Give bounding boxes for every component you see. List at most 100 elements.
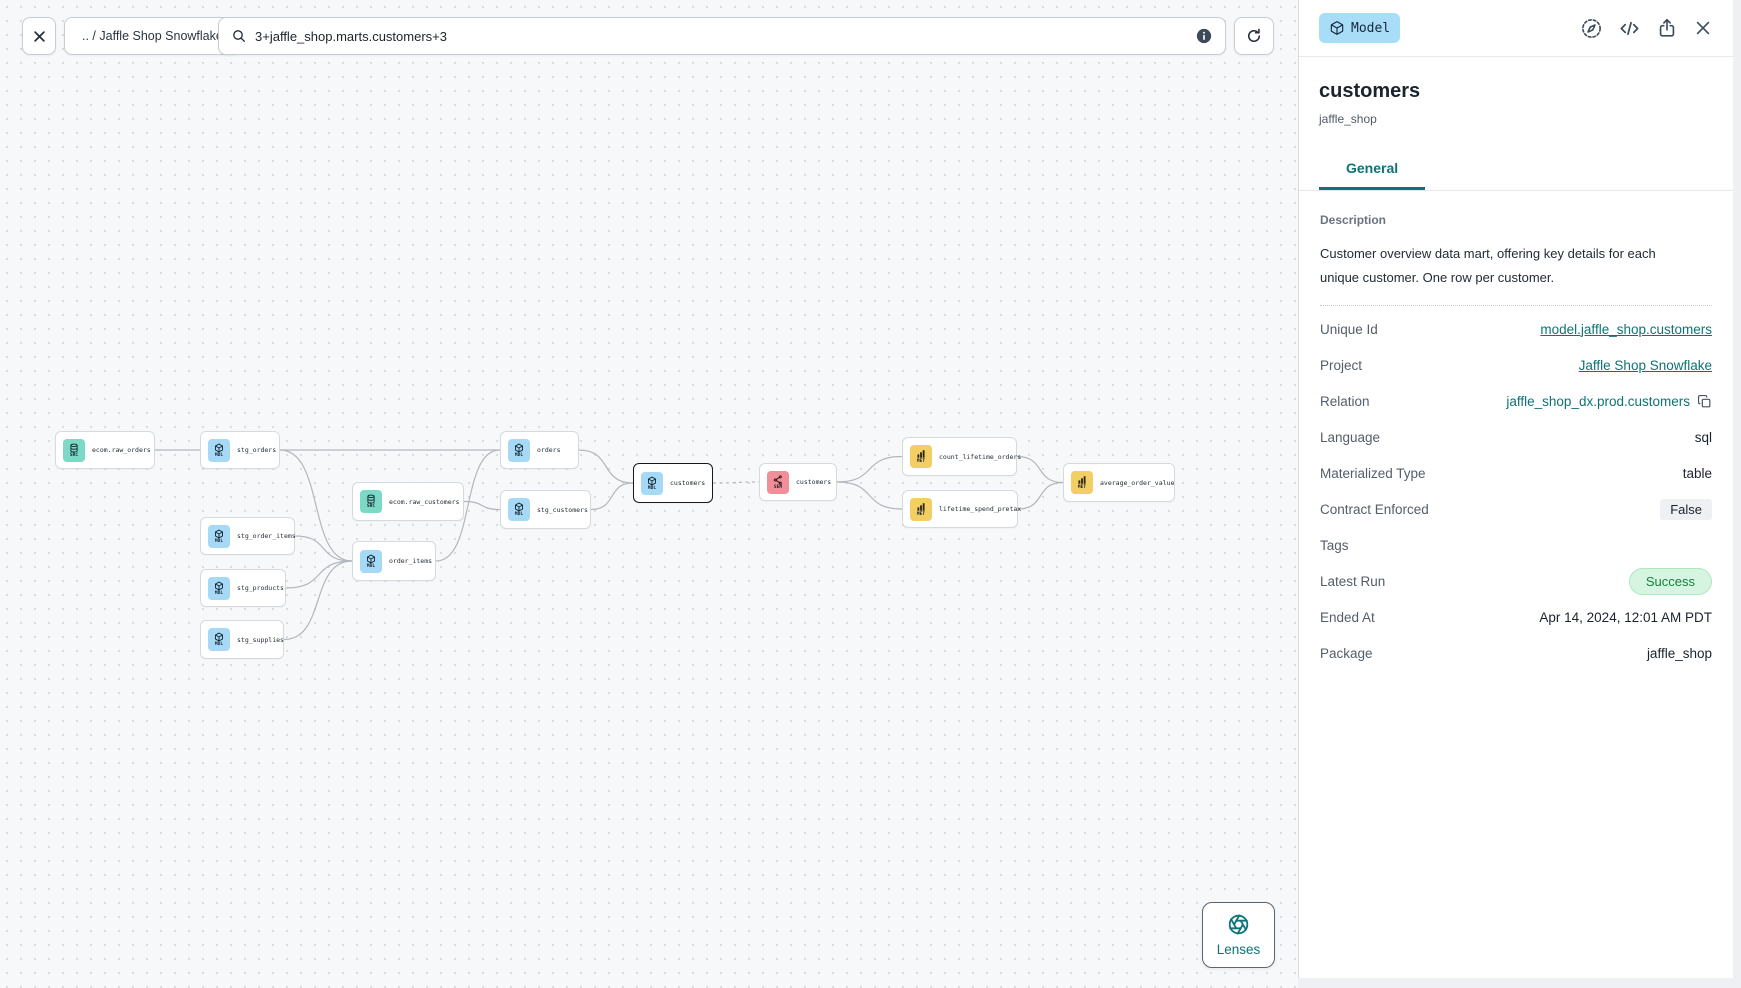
- panel-actions: [1580, 17, 1713, 40]
- copy-icon: [1697, 394, 1711, 407]
- field-row-package: Package jaffle_shop: [1320, 635, 1712, 671]
- description-label: Description: [1320, 213, 1387, 227]
- share-icon[interactable]: [1656, 17, 1678, 39]
- cube-icon: MDL: [208, 524, 230, 548]
- field-value: jaffle_shop: [1646, 645, 1712, 661]
- node-label: order_items: [389, 557, 433, 565]
- cube-icon: MDL: [508, 498, 530, 521]
- field-label: Package: [1320, 645, 1373, 661]
- lineage-node-count_lifetime_orders[interactable]: MET count_lifetime_orders: [902, 437, 1021, 476]
- field-label: Ended At: [1320, 609, 1375, 625]
- cube-icon: MDL: [208, 438, 230, 462]
- lineage-node-stg_orders[interactable]: MDL stg_orders: [200, 431, 280, 469]
- metric-icon: MET: [910, 445, 932, 468]
- edge-customers_sem-to-lifetime_spend_pretax: [836, 481, 903, 510]
- field-label: Latest Run: [1320, 573, 1386, 589]
- cube-icon: MDL: [360, 549, 382, 573]
- node-label: stg_orders: [237, 446, 277, 454]
- edge-stg_order_items-to-order_items: [294, 535, 353, 562]
- contract-badge: False: [1660, 498, 1712, 520]
- page-subtitle: jaffle_shop: [1319, 112, 1377, 126]
- copy-button[interactable]: [1697, 394, 1712, 409]
- field-row-language: Language sql: [1320, 419, 1712, 455]
- lenses-button[interactable]: Lenses: [1202, 902, 1275, 968]
- search-icon: [233, 30, 245, 42]
- field-value: Jaffle Shop Snowflake: [1579, 358, 1712, 373]
- field-link[interactable]: Jaffle Shop Snowflake: [1578, 357, 1712, 373]
- lineage-node-order_items[interactable]: MDL order_items: [352, 541, 436, 581]
- edge-lifetime_spend_pretax-to-average_order_value: [1017, 481, 1064, 510]
- lineage-node-stg_customers[interactable]: MDL stg_customers: [500, 490, 591, 529]
- lineage-node-stg_supplies[interactable]: MDL stg_supplies: [200, 620, 284, 659]
- field-link[interactable]: model.jaffle_shop.customers: [1540, 321, 1712, 337]
- lineage-node-raw_orders[interactable]: SRC ecom.raw_orders: [55, 431, 155, 469]
- close-panel-icon[interactable]: [1693, 18, 1713, 38]
- close-icon: [33, 30, 45, 42]
- field-label: Language: [1320, 429, 1381, 445]
- details-panel: Model customers jaffle_shop General Desc…: [1298, 0, 1733, 978]
- field-value: sql: [1694, 429, 1712, 445]
- node-label: customers: [796, 478, 832, 486]
- lenses-label: Lenses: [1216, 942, 1261, 957]
- node-label: stg_products: [237, 584, 284, 592]
- aperture-icon: [1228, 914, 1249, 935]
- edge-order_items-to-orders: [435, 449, 501, 562]
- node-label: stg_customers: [537, 505, 588, 514]
- code-icon[interactable]: [1618, 17, 1641, 40]
- node-label: orders: [537, 446, 561, 454]
- node-label: stg_order_items: [237, 532, 296, 540]
- close-graph-button[interactable]: [22, 17, 56, 55]
- field-label: Materialized Type: [1320, 465, 1426, 481]
- refresh-button[interactable]: [1234, 17, 1274, 55]
- cube-icon: MDL: [208, 628, 230, 651]
- lineage-edges: [154, 449, 1064, 641]
- node-label: ecom.raw_orders: [92, 446, 151, 454]
- latest-run-status-badge: Success: [1628, 567, 1712, 595]
- field-value: jaffle_shop_dx.prod.customers: [1506, 394, 1712, 409]
- search-input[interactable]: [255, 28, 1187, 44]
- edge-count_lifetime_orders-to-average_order_value: [1016, 455, 1064, 484]
- explore-lineage-icon[interactable]: [1580, 17, 1603, 40]
- info-icon[interactable]: [1195, 27, 1213, 45]
- breadcrumb[interactable]: .. / Jaffle Shop Snowflake: [64, 17, 241, 55]
- tab-general[interactable]: General: [1319, 150, 1426, 190]
- node-label: stg_supplies: [237, 635, 284, 644]
- lineage-node-customers[interactable]: MDL customers: [633, 463, 713, 503]
- field-value: False: [1660, 498, 1712, 520]
- panel-tabs: General: [1299, 150, 1733, 191]
- title-block: customers jaffle_shop: [1299, 57, 1733, 126]
- resource-type-label: Model: [1351, 20, 1391, 36]
- lineage-search[interactable]: [218, 17, 1226, 55]
- cube-icon: [1330, 21, 1344, 35]
- field-label: Tags: [1320, 537, 1349, 553]
- field-label: Unique Id: [1320, 321, 1378, 337]
- edge-customers-to-customers_sem: [712, 481, 760, 484]
- edge-customers_sem-to-count_lifetime_orders: [836, 455, 903, 483]
- breadcrumb-label: .. / Jaffle Shop Snowflake: [82, 29, 223, 43]
- lineage-node-stg_order_items[interactable]: MDL stg_order_items: [200, 517, 296, 555]
- edge-stg_orders-to-order_items: [279, 449, 353, 562]
- cube-icon: MDL: [641, 471, 663, 495]
- field-row-unique-id: Unique Id model.jaffle_shop.customers: [1320, 311, 1712, 347]
- node-label: count_lifetime_orders: [939, 452, 1022, 461]
- node-label: customers: [670, 479, 706, 487]
- edge-orders-to-customers: [578, 449, 634, 484]
- description-text: Customer overview data mart, offering ke…: [1320, 246, 1656, 285]
- field-value: Success: [1628, 567, 1712, 595]
- edge-stg_supplies-to-order_items: [283, 560, 353, 641]
- field-row-tags: Tags: [1320, 527, 1712, 563]
- database-icon: SRC: [63, 438, 85, 462]
